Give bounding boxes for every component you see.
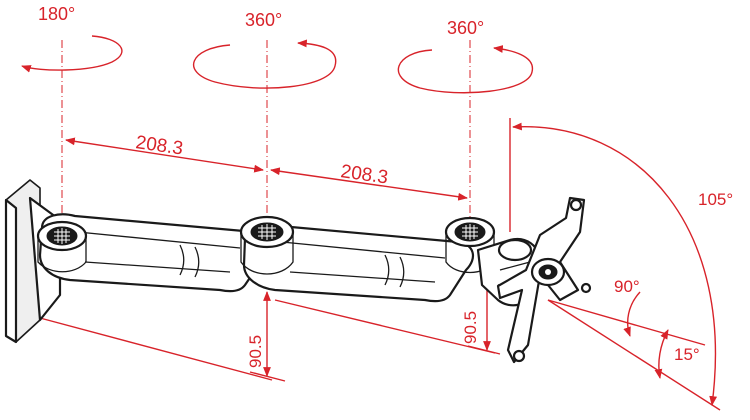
wall-rotation-label: 180° [38,4,75,24]
height-right-label: 90.5 [461,311,480,344]
arm-segment-1 [38,213,271,293]
middle-rotation-label: 360° [245,10,282,30]
arm-length-1-label: 208.3 [134,132,184,159]
height-left-label: 90.5 [246,335,265,368]
arm-length-2-label: 208.3 [339,161,389,188]
swivel-arc [512,122,718,406]
middle-pivot-knob [239,215,295,275]
head-rotation-label: 360° [447,18,484,38]
arm-length-2-dimension [270,167,468,201]
wall-pivot-knob [36,220,88,273]
tilt-down-arrow [654,329,669,379]
head-rotation-arrow [397,45,533,94]
wall-rotation-arrow [21,35,123,73]
tilt-reference-line-2 [547,299,721,411]
head-pivot-knob [444,216,496,274]
tilt-up-arrow [623,291,641,337]
tilt-down-label: 15° [674,345,700,364]
tilt-reference-line-1 [547,299,706,346]
swivel-label: 105° [698,190,733,209]
height-left-dimension [39,291,286,382]
arm-length-1-dimension [65,137,264,173]
vesa-plate [496,196,592,364]
middle-rotation-arrow [193,39,337,89]
tilt-up-label: 90° [614,277,640,296]
